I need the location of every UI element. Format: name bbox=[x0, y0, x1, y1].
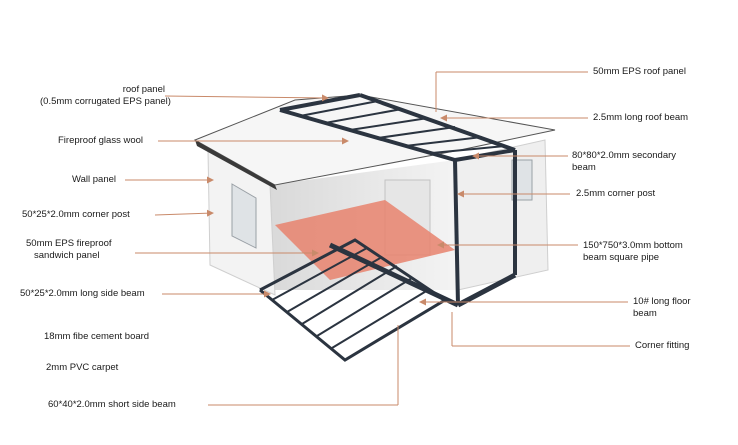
label-line: Corner fitting bbox=[635, 340, 690, 351]
label-long-side-beam: 50*25*2.0mm long side beam bbox=[20, 288, 145, 300]
label-line: 2.5mm long roof beam bbox=[593, 112, 689, 123]
corner-posts bbox=[453, 150, 517, 306]
label-line: 50mm EPS fireproof bbox=[26, 238, 112, 249]
leaders-left bbox=[125, 94, 399, 406]
roof-frame bbox=[279, 93, 516, 162]
label-line: 2.5mm corner post bbox=[576, 188, 656, 199]
label-line: 50mm EPS roof panel bbox=[593, 66, 686, 77]
floor-frame bbox=[259, 238, 448, 362]
label-line: (0.5mm corrugated EPS panel) bbox=[40, 96, 171, 107]
label-eps-roof-panel: 50mm EPS roof panel bbox=[593, 66, 686, 78]
label-line: roof panel bbox=[122, 84, 165, 95]
label-line: 60*40*2.0mm short side beam bbox=[48, 399, 176, 410]
label-line: 10# long floor bbox=[633, 296, 691, 307]
label-wall-panel: Wall panel bbox=[72, 174, 116, 186]
label-line: beam square pipe bbox=[583, 252, 660, 263]
label-line: 50*25*2.0mm corner post bbox=[22, 209, 130, 220]
label-secondary-beam: 80*80*2.0mm secondary beam bbox=[572, 150, 676, 174]
label-pvc-carpet: 2mm PVC carpet bbox=[46, 362, 118, 374]
label-line: Fireproof glass wool bbox=[58, 135, 144, 146]
label-line: 80*80*2.0mm secondary bbox=[572, 150, 677, 161]
label-corner-post-left: 50*25*2.0mm corner post bbox=[22, 209, 130, 221]
floor-beams bbox=[271, 247, 429, 349]
label-corner-fitting: Corner fitting bbox=[635, 340, 689, 352]
label-line: 50*25*2.0mm long side beam bbox=[20, 288, 145, 299]
label-line: 2mm PVC carpet bbox=[46, 362, 119, 373]
label-floor-beam: 10# long floor beam bbox=[633, 296, 691, 320]
roof-beams bbox=[299, 100, 506, 154]
left-window bbox=[231, 183, 257, 249]
label-sandwich-panel: 50mm EPS fireproof sandwich panel bbox=[26, 238, 112, 262]
label-line: 150*750*3.0mm bottom bbox=[583, 240, 683, 251]
label-long-roof-beam: 2.5mm long roof beam bbox=[593, 112, 688, 124]
label-fireproof-glass-wool: Fireproof glass wool bbox=[58, 135, 143, 147]
right-module-side bbox=[454, 139, 549, 291]
label-line: beam bbox=[572, 162, 596, 173]
roof-edge bbox=[195, 140, 277, 190]
label-line: 18mm fibe cement board bbox=[44, 331, 150, 342]
label-line: Wall panel bbox=[72, 174, 117, 185]
label-short-side-beam: 60*40*2.0mm short side beam bbox=[48, 399, 176, 411]
label-roof-panel: roof panel (0.5mm corrugated EPS panel) bbox=[40, 84, 171, 108]
label-corner-post-right: 2.5mm corner post bbox=[576, 188, 655, 200]
label-bottom-beam: 150*750*3.0mm bottom beam square pipe bbox=[583, 240, 683, 264]
label-line: sandwich panel bbox=[34, 250, 100, 261]
label-line: beam bbox=[633, 308, 657, 319]
label-cement-board: 18mm fibe cement board bbox=[44, 331, 149, 343]
leaders-right bbox=[419, 71, 630, 347]
